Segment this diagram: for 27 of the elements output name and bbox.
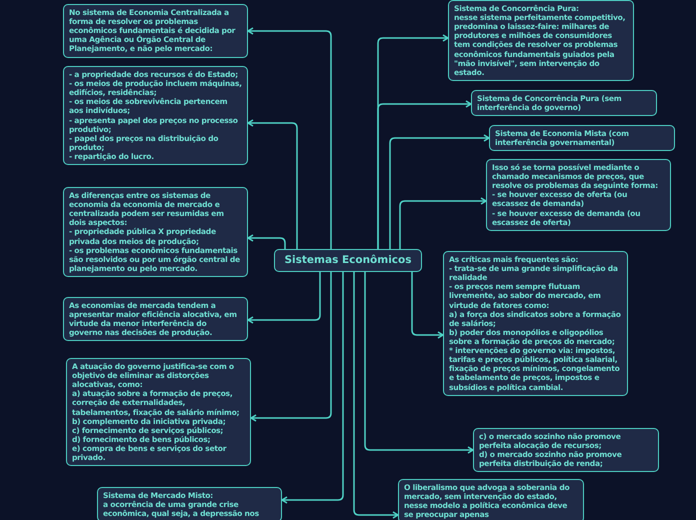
- connector-arrow: [399, 197, 487, 249]
- topic-box: [66, 358, 251, 466]
- connector-arrow: [377, 100, 472, 249]
- topic-box: [486, 159, 671, 231]
- connector-arrow: [247, 234, 286, 249]
- central-topic-box: [274, 249, 422, 272]
- topic-box: [63, 297, 248, 342]
- connector-arrow: [364, 272, 474, 454]
- topic-box: [97, 487, 282, 520]
- connector-arrow: [247, 272, 321, 324]
- topic-box: [398, 479, 584, 520]
- connector-arrow: [411, 272, 444, 339]
- topic-box: [63, 4, 248, 58]
- topic-box: [448, 0, 634, 81]
- connector-arrow: [247, 27, 332, 249]
- topic-box: [63, 66, 248, 166]
- topic-box: [63, 187, 248, 277]
- connector-arrow: [250, 272, 332, 422]
- connector-arrow: [353, 272, 399, 519]
- topic-box: [489, 125, 675, 152]
- connector-arrow: [281, 272, 344, 504]
- topic-box: [473, 428, 659, 472]
- connector-arrow: [389, 134, 490, 249]
- topic-text: Sistemas Econômicos: [283, 254, 412, 267]
- topic-box: [471, 90, 657, 116]
- connector-arrow: [247, 119, 298, 249]
- topic-box: [443, 251, 628, 396]
